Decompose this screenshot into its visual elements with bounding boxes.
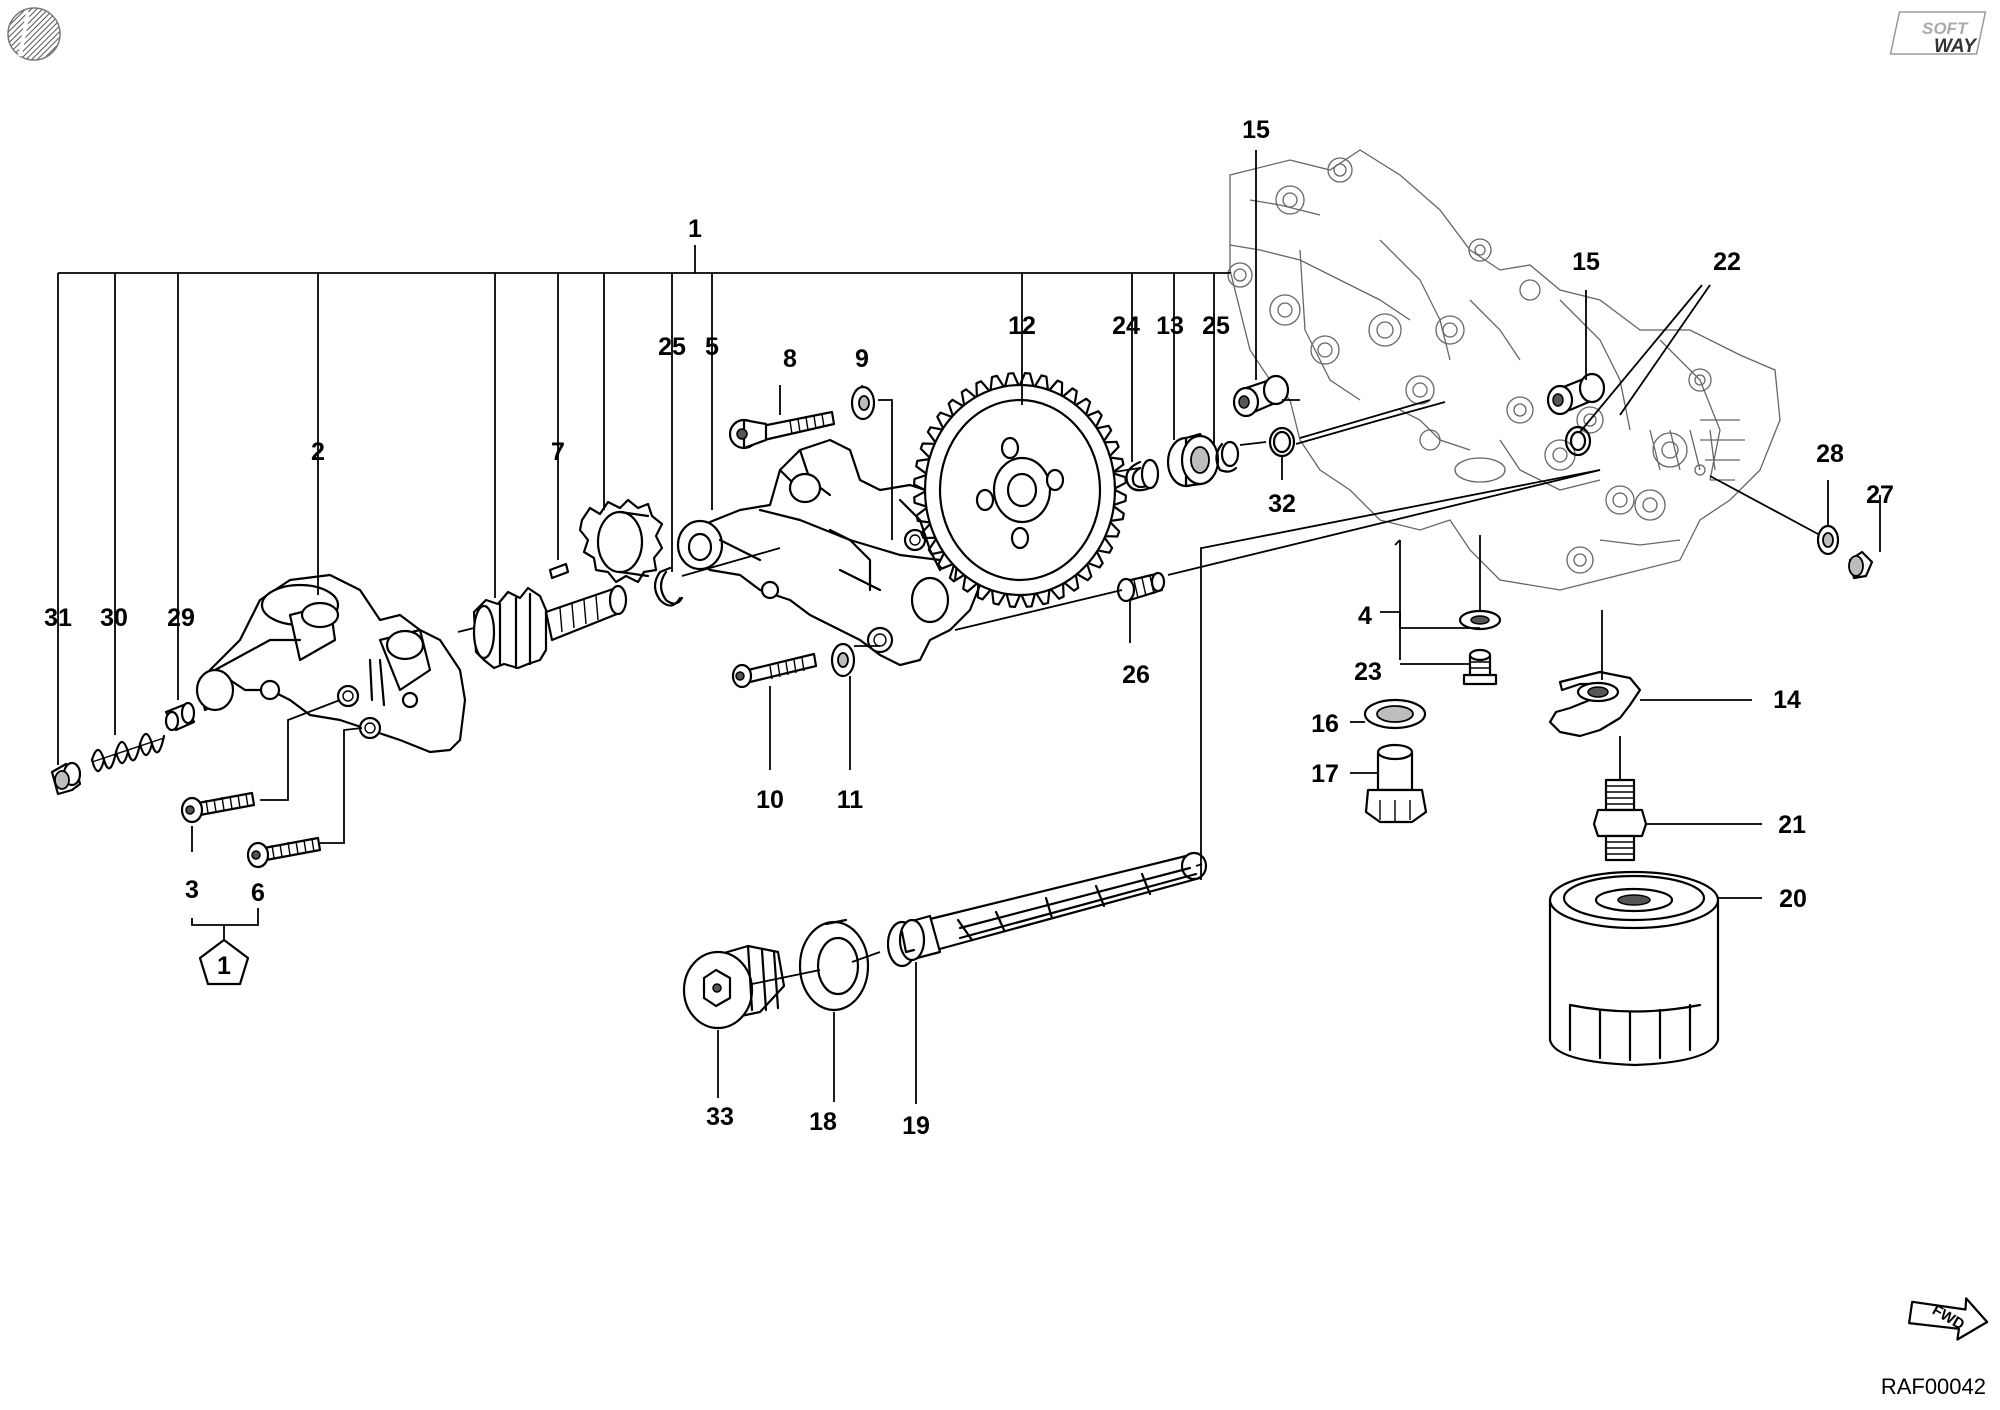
callout-5: 5 <box>705 333 719 361</box>
callout-21: 21 <box>1778 811 1806 839</box>
part-inner-rotor-gear <box>472 584 628 670</box>
callout-13: 13 <box>1156 312 1184 340</box>
part-19-oil-strainer <box>886 851 1208 968</box>
callout-17: 17 <box>1311 760 1339 788</box>
callout-33: 33 <box>706 1103 734 1131</box>
callout-32: 32 <box>1268 490 1296 518</box>
part-33-strainer-plug <box>682 944 786 1030</box>
callout-15-left: 15 <box>1242 116 1270 144</box>
leader-lines <box>57 150 1881 1104</box>
part-16-washer <box>1363 698 1427 730</box>
part-9-washer <box>850 385 876 421</box>
part-22-o-ring <box>1564 425 1592 457</box>
part-27-plug <box>1848 550 1874 580</box>
callout-8: 8 <box>783 345 797 373</box>
part-6-screw <box>246 836 322 869</box>
part-25-circlip <box>653 566 684 607</box>
part-7-key <box>548 562 570 580</box>
callout-7: 7 <box>551 438 565 466</box>
corner-emblem-icon <box>7 7 61 61</box>
callout-20: 20 <box>1779 885 1807 913</box>
part-15-dowel-right <box>1546 372 1606 416</box>
callout-18: 18 <box>809 1108 837 1136</box>
callout-11: 11 <box>837 786 864 814</box>
part-30-spring <box>90 732 166 773</box>
part-31-plug <box>50 761 82 796</box>
part-14-flange <box>1548 670 1642 738</box>
part-29-relief-valve <box>164 701 196 732</box>
forward-direction-arrow-icon: FWD <box>1908 1297 1989 1341</box>
callout-23: 23 <box>1354 658 1382 686</box>
part-10-screw <box>731 652 818 689</box>
engine-crankcase <box>1227 149 1781 591</box>
part-5-pump-body <box>676 438 984 667</box>
part-3-screw <box>180 791 256 824</box>
callout-25-left: 25 <box>658 333 686 361</box>
part-17-drain-plug <box>1364 743 1428 824</box>
callout-19: 19 <box>902 1112 930 1140</box>
part-2-pump-cover <box>195 573 467 754</box>
part-25b-circlip <box>1215 440 1240 473</box>
part-15-dowel-left <box>1232 374 1290 418</box>
callout-2: 2 <box>311 438 325 466</box>
part-21-threaded-nipple <box>1592 778 1648 862</box>
callout-3: 3 <box>185 876 199 904</box>
callout-31: 31 <box>44 604 72 632</box>
part-20-oil-filter <box>1548 870 1720 1067</box>
pentagon-label: 1 <box>217 952 231 980</box>
callout-16: 16 <box>1311 710 1339 738</box>
part-26-fitting <box>1116 571 1166 603</box>
callout-10: 10 <box>756 786 784 814</box>
part-24-circlip <box>1125 458 1160 492</box>
softway-logo: SOFT WAY <box>1889 11 1987 57</box>
logo-text-soft: SOFT <box>1922 19 1969 38</box>
callout-1: 1 <box>688 215 702 243</box>
callout-26: 26 <box>1122 661 1150 689</box>
part-8-screw <box>728 410 836 450</box>
reference-pentagon-badge: 1 <box>198 938 250 986</box>
callout-22: 22 <box>1713 248 1741 276</box>
callout-labels: 1 2 3 4 5 6 7 8 9 10 11 12 13 14 15 15 1… <box>44 116 1894 1140</box>
part-28-washer <box>1816 524 1840 556</box>
part-outer-rotor-gear <box>578 498 664 584</box>
part-11-washer <box>830 642 856 678</box>
callout-29: 29 <box>167 604 195 632</box>
part-23-bolt <box>1462 648 1498 686</box>
part-4-washer <box>1458 609 1502 631</box>
callout-12: 12 <box>1008 312 1036 340</box>
callout-15-right: 15 <box>1572 248 1600 276</box>
callout-27: 27 <box>1866 481 1894 509</box>
part-32-o-ring <box>1268 426 1296 458</box>
callout-24: 24 <box>1112 312 1140 340</box>
part-12-drive-gear <box>913 372 1127 608</box>
part-18-sealing-washer <box>798 918 870 1012</box>
part-13-bearing <box>1166 432 1220 488</box>
callout-4: 4 <box>1358 602 1372 630</box>
callout-14: 14 <box>1773 686 1801 714</box>
callout-30: 30 <box>100 604 128 632</box>
callout-28: 28 <box>1816 440 1844 468</box>
drawing-reference-code: RAF00042 <box>1880 1374 1986 1399</box>
callout-9: 9 <box>855 345 869 373</box>
callout-25-right: 25 <box>1202 312 1230 340</box>
logo-text-way: WAY <box>1934 36 1978 57</box>
callout-6: 6 <box>251 879 265 907</box>
